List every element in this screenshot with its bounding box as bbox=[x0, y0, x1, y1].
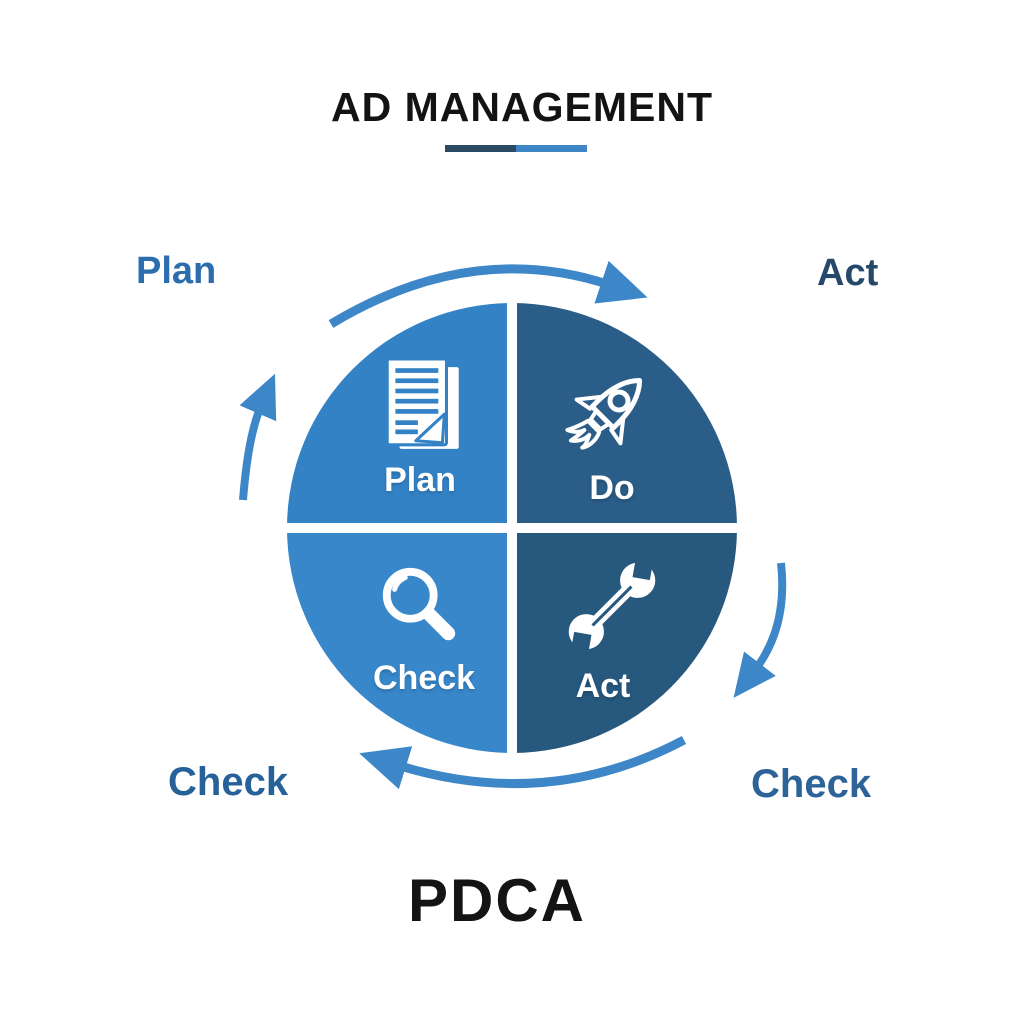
outer-label-plan: Plan bbox=[136, 250, 217, 292]
quadrant-label-check: Check bbox=[372, 659, 476, 697]
title-underline-left bbox=[445, 145, 516, 152]
quadrant-label-do: Do bbox=[589, 469, 635, 507]
title-underline bbox=[445, 145, 587, 152]
quadrant-label-act: Act bbox=[575, 667, 631, 705]
quadrant-plan: Plan bbox=[287, 303, 507, 523]
outer-label-check-right: Check bbox=[751, 762, 872, 806]
right-arc-arrow bbox=[733, 562, 787, 698]
quadrant-act: Act bbox=[517, 533, 737, 753]
page-title: AD MANAGEMENT bbox=[331, 84, 713, 130]
pdca-circle: Plan Do Check bbox=[287, 303, 737, 753]
title-underline-right bbox=[516, 145, 587, 152]
magnifier-icon bbox=[382, 567, 456, 641]
document-icon bbox=[385, 359, 459, 449]
quadrant-check: Check bbox=[287, 533, 507, 753]
outer-label-act: Act bbox=[817, 252, 879, 294]
quadrant-do: Do bbox=[517, 303, 737, 523]
footer-pdca-text: PDCA bbox=[407, 867, 587, 934]
quadrant-label-plan: Plan bbox=[384, 461, 456, 499]
left-arc-arrow bbox=[239, 373, 277, 501]
outer-label-check-left: Check bbox=[168, 760, 289, 804]
rocket-icon bbox=[565, 377, 643, 450]
wrench-icon bbox=[568, 553, 656, 659]
